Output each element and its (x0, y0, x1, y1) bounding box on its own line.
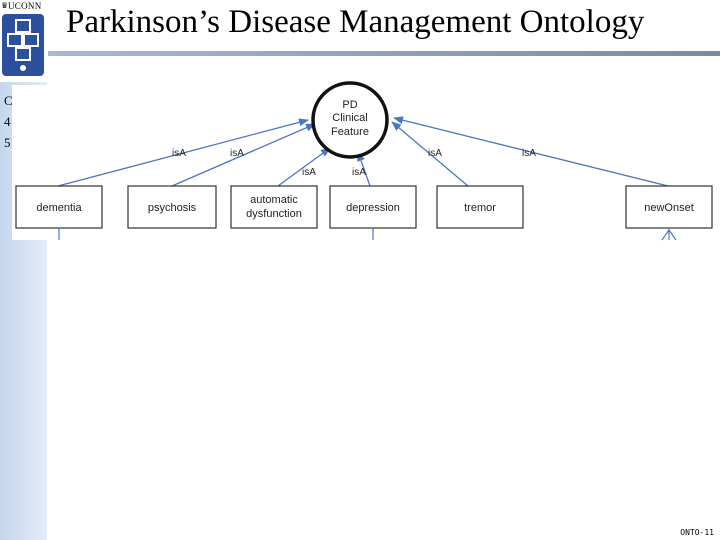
root-label-line: PD (342, 99, 357, 111)
edge-dementia (57, 118, 309, 187)
continuation-edges (58, 228, 677, 241)
edge-label-psychosis: isA (230, 148, 244, 159)
node-label: automatic (250, 194, 298, 206)
edge-automatic-dysfunction (277, 147, 331, 187)
edge-glyph: 5 (4, 135, 11, 150)
edge-label-automatic-dysfunction: isA (302, 167, 316, 178)
edge-newonset (393, 116, 669, 187)
child-node-tremor: tremor (436, 185, 524, 229)
edge-glyph: 4 (4, 114, 11, 129)
node-label: dementia (36, 202, 82, 214)
title-underline (48, 51, 720, 56)
edge-depression (357, 151, 371, 187)
child-node-depression: depression (329, 185, 417, 229)
child-node-automatic-dysfunction: automatic dysfunction (230, 185, 318, 229)
root-label-line: Clinical (332, 112, 367, 124)
logo-text: UCONN (8, 1, 42, 11)
edge-glyph: C (4, 93, 13, 108)
root-node: PD Clinical Feature (311, 81, 389, 159)
edge-psychosis (171, 123, 316, 187)
crest-icon: ♛ (1, 1, 9, 10)
edge-label-dementia: isA (172, 148, 186, 159)
edges (57, 116, 669, 187)
uconn-logo: ♛ UCONN (0, 0, 47, 82)
child-node-psychosis: psychosis (127, 185, 217, 229)
edge-tremor (391, 121, 469, 187)
logo-emblem-icon (2, 14, 44, 76)
edge-label-depression: isA (352, 167, 366, 178)
slide-title: Parkinson’s Disease Management Ontology (66, 4, 645, 40)
slide-edge-glyphs: C 4 5 (0, 90, 18, 150)
node-label: newOnset (644, 202, 694, 214)
child-node-newonset: newOnset (625, 185, 713, 229)
root-label-line: Feature (331, 126, 369, 138)
edge-label-newonset: isA (522, 148, 536, 159)
child-node-dementia: dementia (15, 185, 103, 229)
node-label: psychosis (148, 202, 197, 214)
edge-labels: isA isA isA isA isA isA (172, 148, 536, 178)
node-label: depression (346, 202, 400, 214)
edge-label-tremor: isA (428, 148, 442, 159)
slide-footer: ONTO-11 (680, 528, 714, 537)
node-label: dysfunction (246, 208, 302, 220)
node-label: tremor (464, 202, 496, 214)
